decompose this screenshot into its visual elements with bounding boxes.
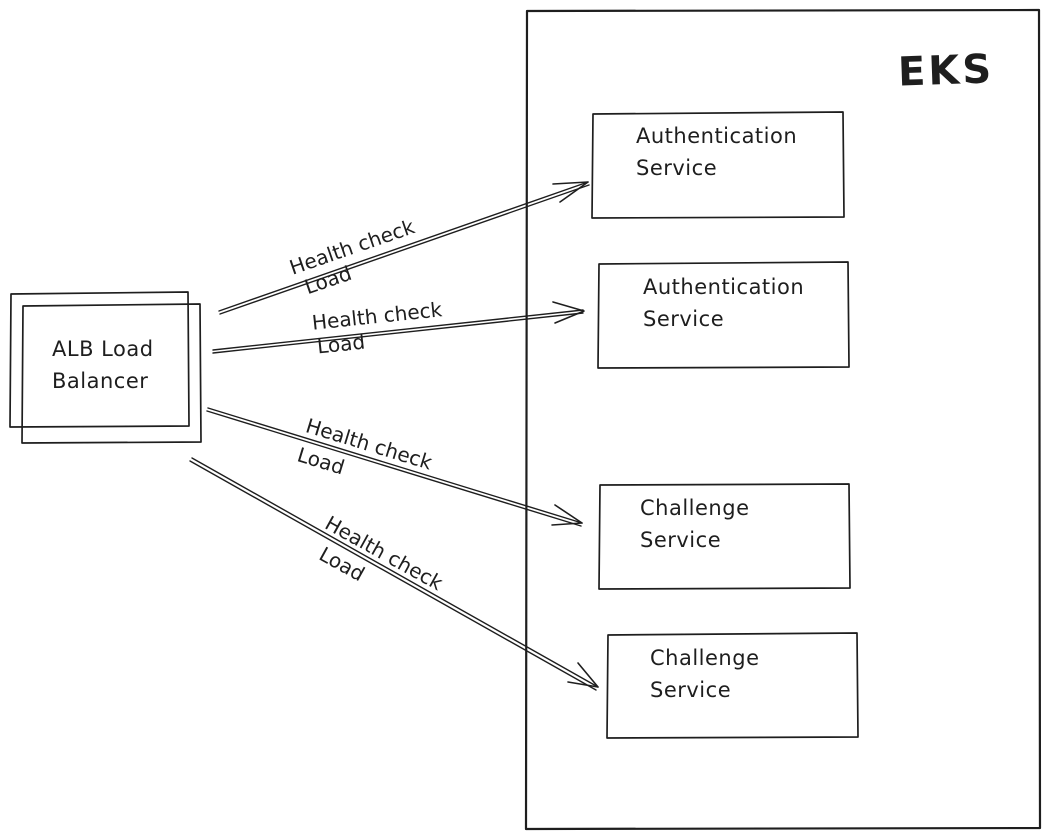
authentication-service-2-label: Authentication Service [643, 275, 805, 331]
eks-container-label: EKS [897, 46, 995, 96]
arrowhead-icon [552, 181, 589, 203]
arrowhead-icon [567, 662, 599, 688]
challenge-service-2-label: Challenge Service [650, 646, 760, 702]
challenge-service-1-label: Challenge Service [640, 496, 750, 552]
arrow-alb-to-challenge-service-2[interactable] [189, 457, 599, 691]
authentication-service-2-shape[interactable] [597, 261, 850, 369]
arrowhead-icon [551, 504, 583, 526]
arrowhead-icon [552, 301, 585, 324]
edge-2-load-label: Load [315, 329, 367, 359]
arrow-alb-to-challenge-service-1[interactable] [206, 407, 583, 527]
alb-node-label: ALB Load Balancer [52, 337, 154, 393]
arrow-alb-to-authentication-service-1[interactable] [218, 181, 590, 315]
alb-node-shape[interactable] [9, 291, 202, 444]
challenge-service-2-shape[interactable] [606, 632, 859, 739]
challenge-service-1-shape[interactable] [598, 483, 851, 590]
arrow-alb-to-authentication-service-2[interactable] [212, 301, 585, 354]
authentication-service-1-label: Authentication Service [636, 124, 798, 180]
eks-container-shape[interactable] [524, 8, 1042, 831]
authentication-service-1-shape[interactable] [591, 111, 845, 219]
